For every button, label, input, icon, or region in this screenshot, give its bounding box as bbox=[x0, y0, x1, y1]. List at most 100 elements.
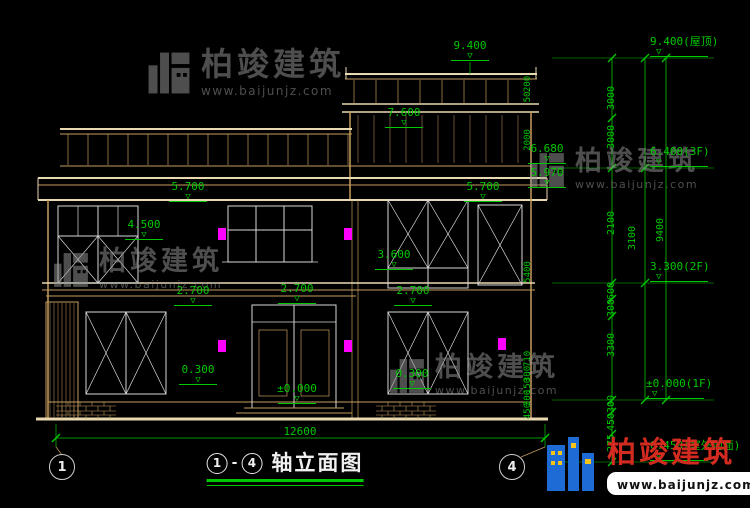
level-line bbox=[393, 388, 431, 389]
axis-leaders bbox=[55, 446, 546, 458]
dimension-text: 2000 bbox=[523, 129, 533, 151]
roof-terrace-railing bbox=[60, 128, 352, 167]
level-marker-icon: ▽ bbox=[185, 192, 191, 202]
level-label-right: 9.400(屋顶)▽ bbox=[650, 36, 718, 57]
footer-logo-url: www.baijunjz.com bbox=[617, 477, 750, 492]
level-line bbox=[125, 239, 163, 240]
level-value: 4.500 bbox=[127, 218, 161, 231]
footer-logo-brand: 柏竣建筑 bbox=[607, 434, 736, 469]
elevation-label: 5.700▽ bbox=[464, 181, 502, 202]
level-marker-icon: ▽ bbox=[141, 230, 147, 240]
level-line bbox=[375, 269, 413, 270]
level-line bbox=[451, 60, 489, 61]
level-value: 5.970 bbox=[530, 166, 564, 179]
overall-width-dimension: 12600 bbox=[283, 425, 317, 438]
dimension-text: 2100 bbox=[606, 210, 617, 236]
level-value: 0.450(室外地面) bbox=[650, 439, 741, 452]
level-value: 6.680 bbox=[530, 142, 564, 155]
dimension-text: 300 bbox=[606, 394, 617, 414]
level-marker-icon: ▽ bbox=[294, 394, 300, 404]
level-label-right: 6.400(3F)▽ bbox=[650, 146, 710, 167]
level-marker-icon: ▽ bbox=[410, 296, 416, 306]
title-underline-2 bbox=[206, 485, 364, 486]
level-value: 5.700 bbox=[466, 180, 500, 193]
axis-bubble-label: 1 bbox=[57, 459, 67, 475]
elevation-label: 9.400▽ bbox=[451, 40, 489, 61]
title-dash: - bbox=[231, 455, 238, 471]
generated-posts bbox=[49, 80, 519, 417]
elevation-label: 7.600▽ bbox=[385, 107, 423, 128]
level-line bbox=[179, 384, 217, 385]
tower-roof-parapet bbox=[342, 67, 539, 113]
level-line bbox=[646, 398, 704, 399]
baijun-logo-icon bbox=[390, 358, 424, 393]
level-marker-icon: ▽ bbox=[409, 379, 415, 389]
level-marker-icon: ▽ bbox=[544, 178, 550, 188]
footer-logo: 柏竣建筑 www.baijunjz.com bbox=[543, 437, 750, 495]
level-value: ±0.000(1F) bbox=[646, 377, 713, 390]
watermark: 柏竣建筑 www.baijunjz.com bbox=[52, 246, 223, 291]
level-line bbox=[650, 166, 708, 167]
level-value: 5.700 bbox=[171, 180, 205, 193]
footer-logo-url-bar: www.baijunjz.com bbox=[607, 471, 750, 495]
axis-bubble-1: 1 bbox=[49, 454, 75, 480]
wall-lamps bbox=[218, 228, 506, 352]
dimension-text: 50 bbox=[523, 91, 533, 103]
baijun-logo-icon bbox=[530, 152, 564, 187]
right-dimension-chain bbox=[552, 53, 714, 467]
watermark-url: www.baijunjz.com bbox=[575, 178, 699, 192]
dimension-text: 3100 bbox=[627, 225, 638, 251]
title-axis-end: 4 bbox=[241, 452, 263, 474]
level-line bbox=[278, 303, 316, 304]
window-2f-left bbox=[57, 205, 139, 284]
level-line bbox=[650, 56, 708, 57]
level-label-right: 3.300(2F)▽ bbox=[650, 261, 710, 282]
title-axis-start: 1 bbox=[206, 452, 228, 474]
level-marker-icon: ▽ bbox=[391, 260, 397, 270]
baijun-logo-icon bbox=[148, 52, 190, 94]
level-value: 0.300 bbox=[181, 363, 215, 376]
level-value: 2.700 bbox=[280, 282, 314, 295]
elevation-label: 0.300▽ bbox=[393, 368, 431, 389]
bottom-dimension bbox=[51, 424, 550, 447]
dimension-text: 450 bbox=[523, 402, 533, 420]
dimension-text: 5400 bbox=[523, 261, 533, 283]
level-marker-icon: ▽ bbox=[401, 118, 407, 128]
watermark-url: www.baijunjz.com bbox=[435, 384, 559, 398]
axis-bubble-label: 4 bbox=[507, 459, 517, 475]
level-value: 2.700 bbox=[176, 284, 210, 297]
baijun-logo-icon bbox=[54, 252, 88, 287]
dimension-text: 300 bbox=[606, 298, 617, 318]
dimension-text: 200 bbox=[523, 75, 533, 93]
elevation-label: 5.970▽ bbox=[528, 167, 566, 188]
level-marker-icon: ▽ bbox=[190, 296, 196, 306]
dimension-text: 450 bbox=[606, 412, 617, 432]
elevation-label: 6.680▽ bbox=[528, 143, 566, 164]
dimension-text: 3000 bbox=[606, 85, 617, 111]
level-line bbox=[394, 305, 432, 306]
level-line bbox=[169, 201, 207, 202]
level-value: 3.300(2F) bbox=[650, 260, 710, 273]
brick-hatch bbox=[56, 402, 436, 419]
level-marker-icon: ▽ bbox=[544, 154, 550, 164]
level-line bbox=[528, 163, 566, 164]
level-label-right: 0.450(室外地面)▽ bbox=[650, 440, 740, 461]
window-2f-tower bbox=[387, 199, 469, 289]
level-value: 0.300 bbox=[395, 367, 429, 380]
watermark: 柏竣建筑 www.baijunjz.com bbox=[146, 47, 345, 98]
level-marker-icon: ▽ bbox=[656, 451, 662, 461]
level-marker-icon: ▽ bbox=[480, 192, 486, 202]
dimension-text: 600 bbox=[606, 281, 617, 301]
elevation-label: 4.500▽ bbox=[125, 219, 163, 240]
dimension-text: 3000 bbox=[606, 124, 617, 150]
watermark-brand: 柏竣建筑 bbox=[99, 246, 223, 277]
level-value: ±0.000 bbox=[277, 382, 317, 395]
level-value: 7.600 bbox=[387, 106, 421, 119]
baijun-logo-color-icon bbox=[547, 437, 594, 491]
elevation-label: 3.600▽ bbox=[375, 249, 413, 270]
level-value: 2.700 bbox=[396, 284, 430, 297]
elevation-label: 0.300▽ bbox=[179, 364, 217, 385]
level-line bbox=[385, 127, 423, 128]
watermark-brand: 柏竣建筑 bbox=[575, 146, 699, 177]
